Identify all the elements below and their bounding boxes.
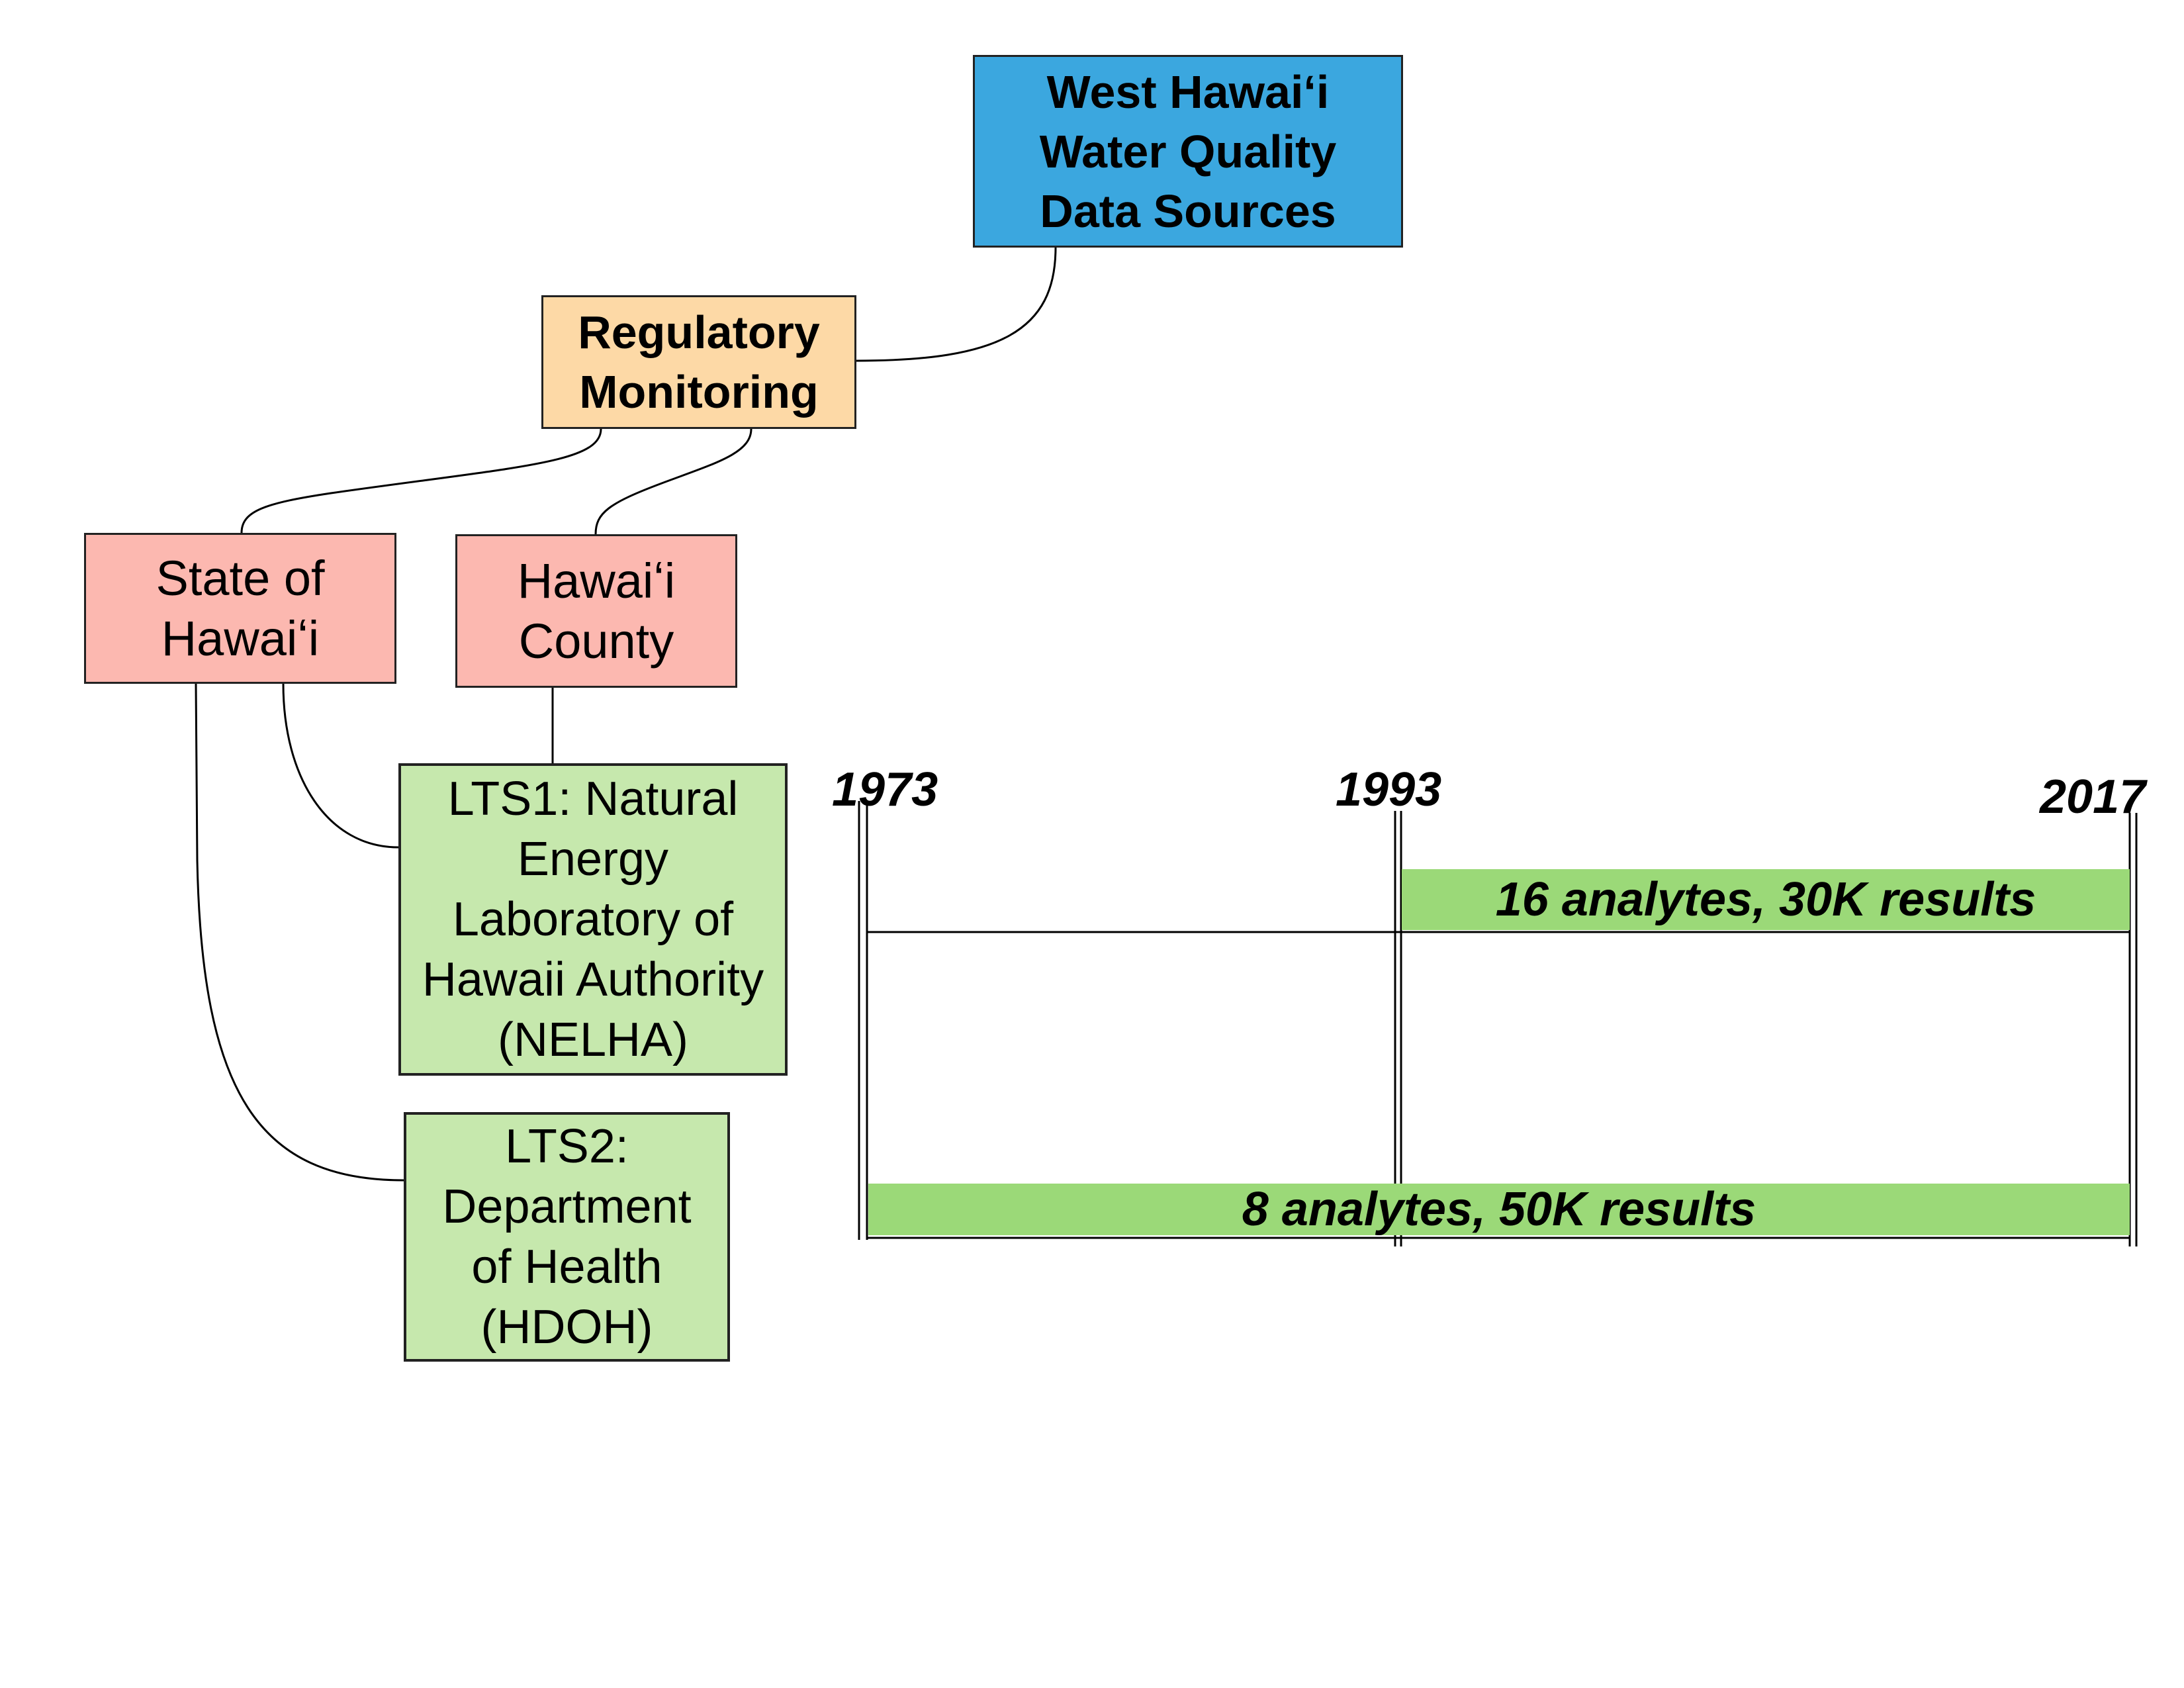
timeline-bar-hdoh: 8 analytes, 50K results bbox=[868, 1183, 2130, 1236]
year-label-2017: 2017 bbox=[2040, 771, 2146, 823]
connector-regulatory-state bbox=[240, 428, 602, 534]
timeline-bar-nelha: 16 analytes, 30K results bbox=[1402, 869, 2130, 930]
state-of-hawaii-node: State of Hawaiʻi bbox=[84, 533, 396, 684]
connector-regulatory-county bbox=[594, 428, 752, 535]
connector-state-lts2 bbox=[195, 683, 404, 1182]
root-node: West Hawaiʻi Water Quality Data Sources bbox=[973, 55, 1403, 248]
regulatory-monitoring-node: Regulatory Monitoring bbox=[541, 295, 856, 429]
lts2-hdoh-node: LTS2: Department of Health (HDOH) bbox=[404, 1112, 730, 1362]
bar-label-hdoh: 8 analytes, 50K results bbox=[1242, 1183, 1756, 1236]
connector-root-regulatory bbox=[856, 247, 1057, 362]
lts1-nelha-node: LTS1: Natural Energy Laboratory of Hawai… bbox=[398, 763, 788, 1076]
year-label-1993: 1993 bbox=[1336, 763, 1442, 816]
hawaii-county-node: Hawaiʻi County bbox=[455, 534, 737, 688]
connector-state-lts1 bbox=[282, 683, 399, 849]
bar-label-nelha: 16 analytes, 30K results bbox=[1495, 873, 2036, 926]
year-label-1973: 1973 bbox=[832, 763, 938, 816]
timeline-lines bbox=[858, 801, 2138, 1246]
